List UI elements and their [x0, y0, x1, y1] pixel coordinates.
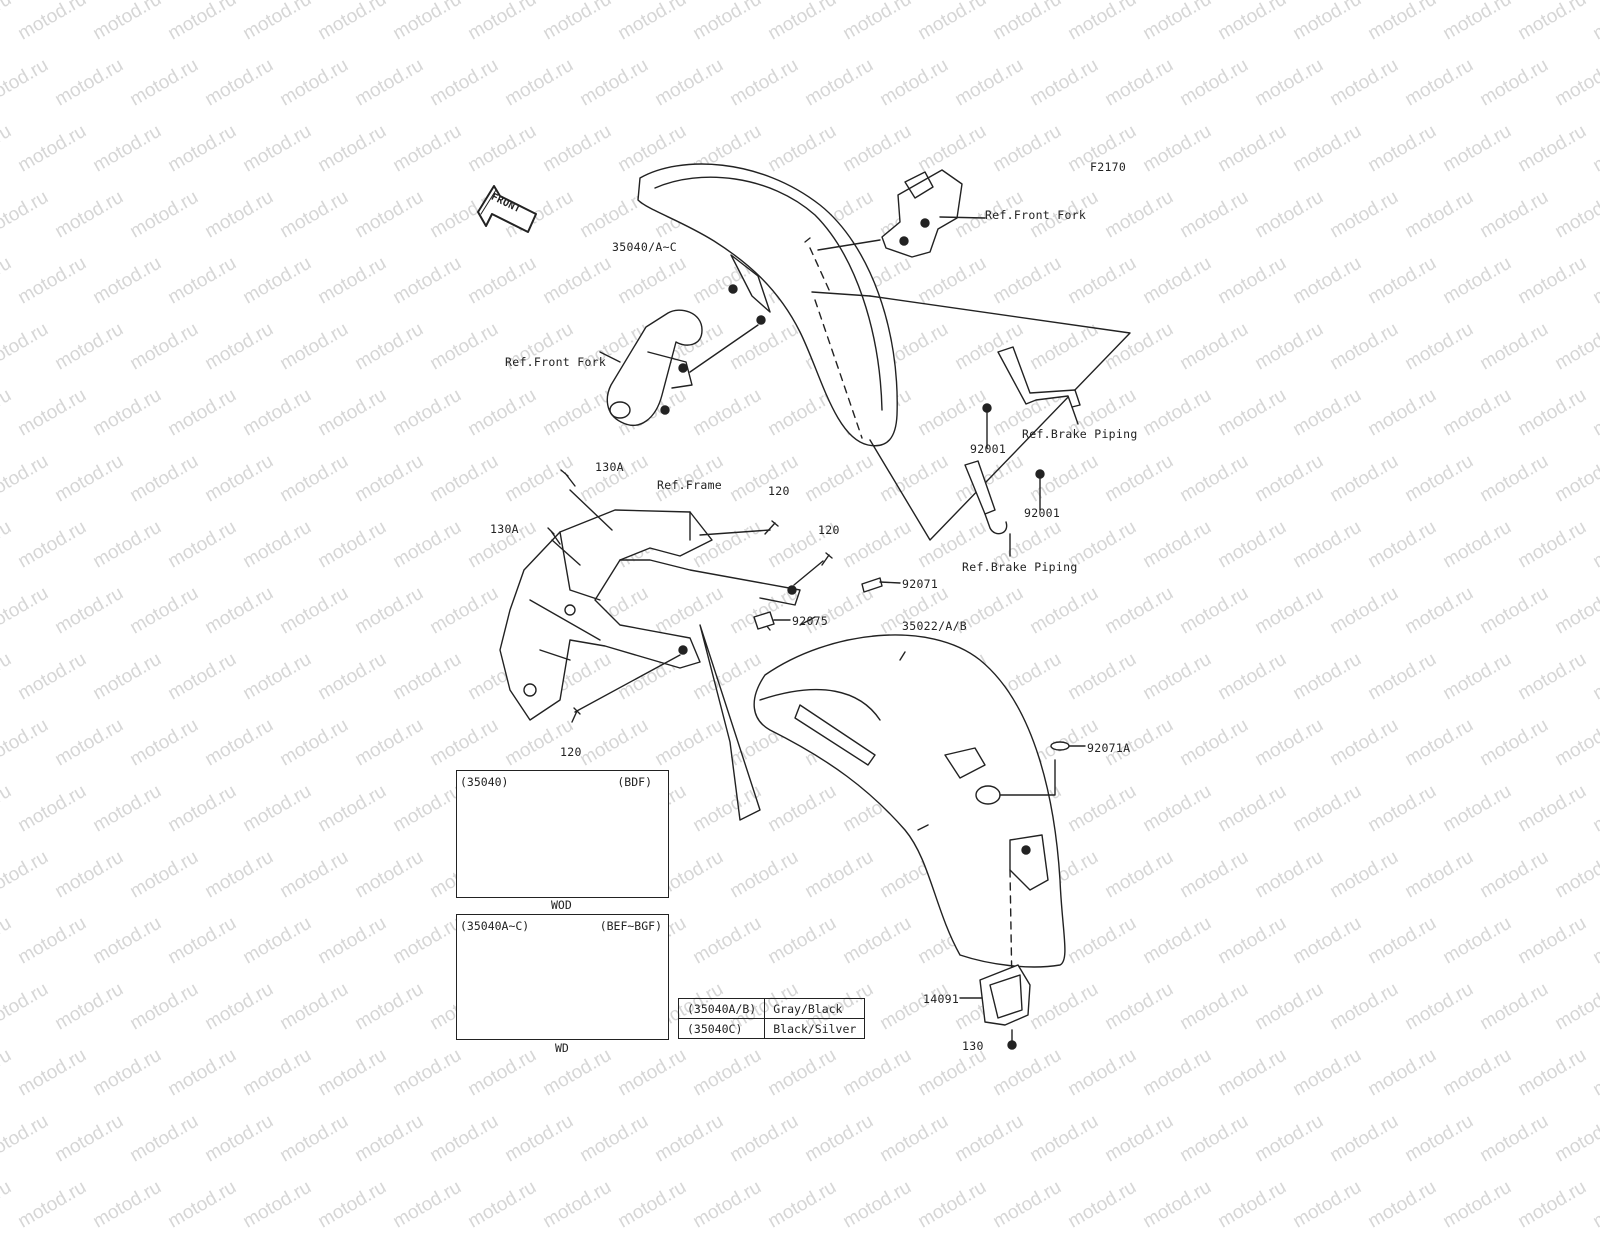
- label-part-92071: 92071: [902, 577, 939, 591]
- table-row: (35040A/B) Gray/Black: [677, 998, 866, 1019]
- rear-frame-drawing: [499, 469, 833, 723]
- label-ref-front-fork-right[interactable]: Ref.Front Fork: [985, 208, 1087, 222]
- diagram-code: F2170: [1090, 160, 1127, 174]
- variant-box-1-part: (35040): [460, 775, 509, 789]
- cap-92071a-drawing: [1050, 741, 1086, 751]
- brake-piping-clamp-upper-drawing: [982, 346, 1081, 449]
- variant-box-2-part: (35040A~C): [460, 919, 530, 933]
- front-fork-right-drawing: [817, 169, 986, 258]
- color-table-color: Gray/Black: [764, 998, 866, 1019]
- brake-piping-clamp-lower-drawing: [964, 460, 1045, 557]
- label-ref-brake-piping-upper[interactable]: Ref.Brake Piping: [1022, 427, 1138, 441]
- label-ref-frame[interactable]: Ref.Frame: [657, 478, 723, 492]
- color-table: (35040A/B) Gray/Black (35040C) Black/Sil…: [677, 998, 866, 1039]
- label-ref-front-fork-left[interactable]: Ref.Front Fork: [505, 355, 607, 369]
- bracket-14091-drawing: [959, 964, 1031, 1050]
- rear-fender-drawing: [699, 616, 1066, 991]
- color-table-part: (35040C): [677, 1018, 766, 1039]
- variant-box-2-caption: WD: [555, 1041, 569, 1055]
- front-fender-drawing: [637, 163, 1131, 541]
- label-bolt-130a-top: 130A: [595, 460, 624, 474]
- label-part-14091: 14091: [923, 992, 960, 1006]
- color-table-color: Black/Silver: [764, 1018, 866, 1039]
- label-bolt-130a-left: 130A: [490, 522, 519, 536]
- label-bolt-92001-lower: 92001: [1024, 506, 1061, 520]
- label-bolt-120-c: 120: [560, 745, 582, 759]
- variant-box-1: (35040) (BDF): [456, 770, 669, 898]
- label-part-92075: 92075: [792, 614, 829, 628]
- grommet-92075-drawing: [753, 611, 791, 630]
- color-table-part: (35040A/B): [677, 998, 766, 1019]
- label-rear-fender: 35022/A/B: [902, 619, 968, 633]
- variant-box-2: (35040A~C) (BEF~BGF): [456, 914, 669, 1040]
- label-bolt-130: 130: [962, 1039, 984, 1053]
- variant-box-1-caption: WOD: [551, 898, 572, 912]
- label-part-92071a: 92071A: [1087, 741, 1131, 755]
- label-bolt-120-b: 120: [818, 523, 840, 537]
- variant-box-1-code: (BDF): [617, 775, 652, 789]
- label-front-fender: 35040/A~C: [612, 240, 678, 254]
- front-fork-left-drawing: [599, 309, 759, 426]
- label-bolt-92001-upper: 92001: [970, 442, 1007, 456]
- diagram-drawing: [469, 163, 1131, 1050]
- label-ref-brake-piping-lower[interactable]: Ref.Brake Piping: [962, 560, 1078, 574]
- variant-box-2-code: (BEF~BGF): [599, 919, 662, 933]
- table-row: (35040C) Black/Silver: [677, 1018, 866, 1039]
- grommet-92071-drawing: [861, 577, 901, 593]
- label-bolt-120-a: 120: [768, 484, 790, 498]
- front-arrow-icon: [477, 185, 537, 233]
